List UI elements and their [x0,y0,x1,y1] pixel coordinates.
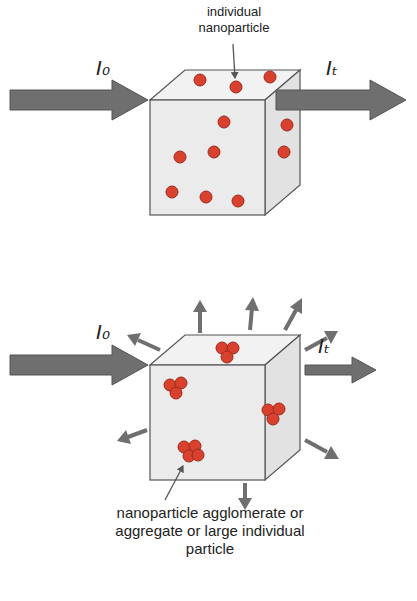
agglomerates [164,342,285,462]
agglomerated-sample-cube [150,335,300,480]
nanoparticles [166,71,293,207]
incident-beam [10,80,148,120]
intensity-symbol: Iₜ [326,56,338,80]
intensity-symbol: Iₜ [318,334,330,358]
leader-line [233,44,235,78]
intensity-symbol: I₀ [96,320,110,344]
intensity-symbol: I₀ [96,56,110,80]
callout-label: individual nanoparticle [182,4,286,35]
callout-label: nanoparticle agglomerate or aggregate or… [108,504,312,558]
leader-line [165,466,183,500]
transmitted-beam [305,357,376,383]
scattered-light [117,297,339,510]
transmitted-beam [276,80,406,120]
incident-beam [10,345,148,385]
